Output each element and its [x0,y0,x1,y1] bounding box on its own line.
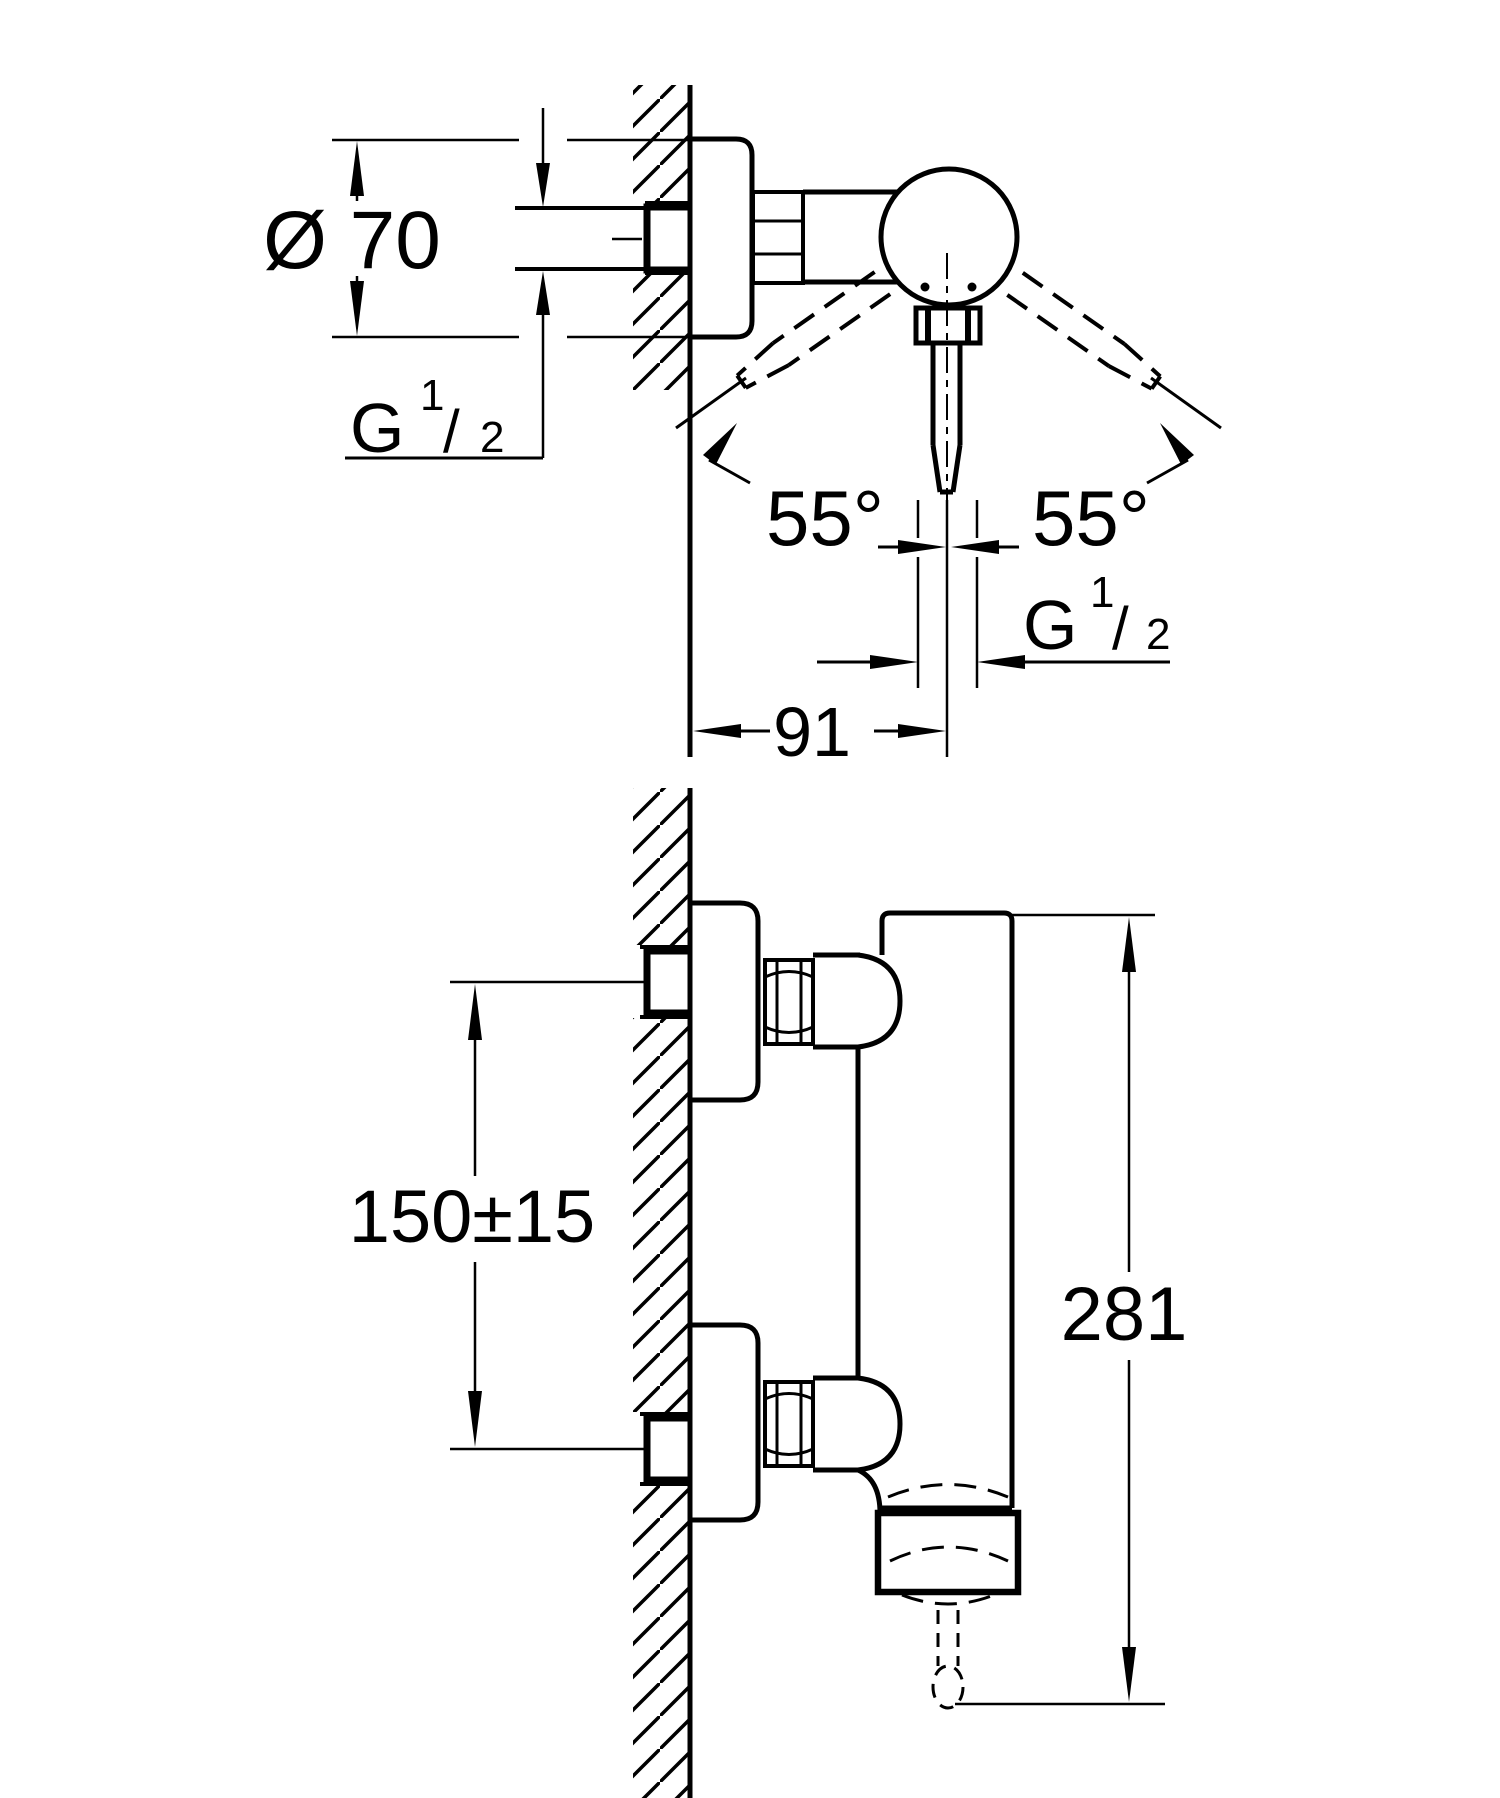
pipe-union-block [643,203,696,274]
escutcheon [687,1322,761,1523]
svg-text:G: G [1023,586,1077,664]
label-wall-offset: 91 [773,693,851,771]
arrowhead-icon [350,141,364,196]
label-total-height: 281 [1061,1272,1188,1357]
arrowhead-icon [1122,917,1136,972]
arrowhead-icon [1122,1647,1136,1702]
angle-indicator-right [1146,376,1222,485]
wall-hatch [633,85,690,203]
arrowhead-icon [703,423,737,465]
arrowhead-icon [536,163,550,207]
dim-outlet-thread [817,500,1170,688]
wall-hatch [633,273,690,390]
mixer-body [855,910,1015,1514]
dim-connection-spacing [468,984,482,1447]
label-angle-left: 55° [766,474,884,562]
label-thread-left: G 1 / 2 [350,371,504,467]
label-connection-spacing: 150±15 [349,1175,595,1258]
escutcheon [687,136,755,340]
label-flange-diameter: Ø 70 [263,195,441,286]
hidden-outline [901,1593,995,1606]
arrowhead-icon [468,1391,482,1447]
angle-indicator-left [675,376,751,485]
arrowhead-icon [536,271,550,315]
lever-handle [913,253,983,500]
angle-vertex-arrows [878,540,1019,554]
union-nut [763,1380,815,1468]
top-view: Ø 70 55° 55° 91 G 1 / 2 G 1 / 2 [263,85,1222,771]
label-thread-right: G 1 / 2 [1023,568,1170,664]
valve-arm [803,189,903,285]
svg-text:1: 1 [1090,568,1114,617]
pipe-union-block [643,1414,696,1484]
outlet-spout [874,1509,1022,1596]
indicator-dot-icon [967,282,977,292]
dim-total-height [955,913,1165,1706]
union-nut [763,958,815,1046]
hidden-outline [887,1483,1009,1499]
arrowhead-icon [468,984,482,1040]
arrowhead-icon [1160,423,1194,465]
svg-text:/: / [443,398,460,465]
s-union-lower [813,1375,903,1473]
pipe-union-block [643,947,696,1017]
front-view: 150±15 281 [349,788,1188,1798]
arrowhead-icon [693,724,741,738]
arrowhead-icon [870,655,918,669]
svg-text:2: 2 [1146,610,1170,659]
dim-wall-offset [693,724,946,738]
label-angle-right: 55° [1032,474,1150,562]
dim-flange-diameter [332,138,695,339]
svg-text:2: 2 [480,413,504,462]
dim-supply-thread [345,108,550,460]
arrowhead-icon [898,540,946,554]
wall-hatch [633,1484,690,1798]
arrowhead-icon [977,655,1025,669]
lever-swing-right [1006,271,1162,391]
wall-hatch [633,788,690,945]
svg-text:/: / [1112,595,1129,662]
arrowhead-icon [898,724,946,738]
wall-hatch [633,1018,690,1412]
indicator-dot-icon [920,282,930,292]
arrowhead-icon [350,281,364,336]
hidden-outline [889,1545,1009,1563]
pull-knob [931,1610,965,1710]
valve-head [878,166,1020,308]
svg-text:G: G [350,389,404,467]
s-union-upper [813,952,903,1050]
lever-swing-left [735,270,892,390]
arrowhead-icon [951,540,999,554]
svg-text:1: 1 [420,371,444,420]
escutcheon [687,900,761,1103]
union-nut [751,190,805,285]
